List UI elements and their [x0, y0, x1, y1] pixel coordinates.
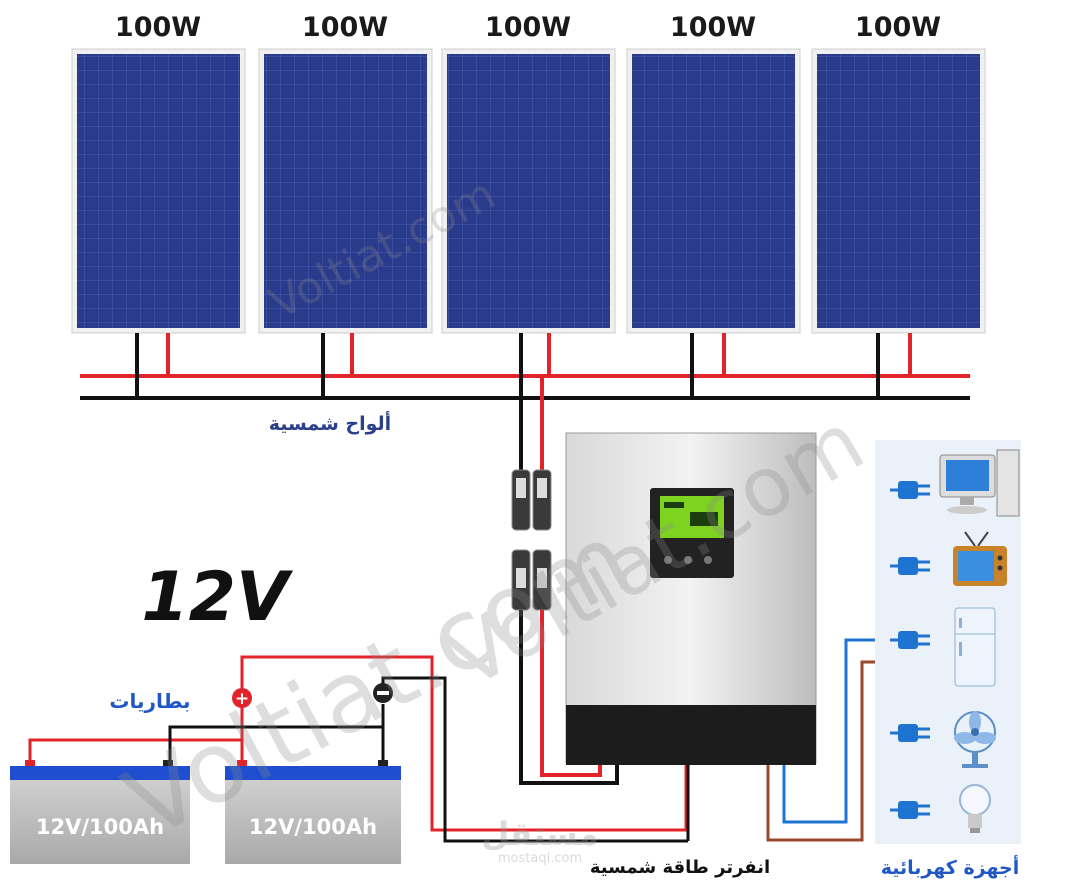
fridge-icon — [954, 607, 996, 687]
panels-caption: ألواح شمسية — [269, 411, 391, 435]
plug-icon — [898, 557, 918, 575]
panel-wattage-label: 100W — [485, 12, 571, 43]
plug-icon — [898, 631, 918, 649]
panel-wattage-label: 100W — [670, 12, 756, 43]
voltage-label: 12V — [141, 558, 294, 637]
battery-rating-label: 12V/100Ah — [249, 815, 377, 839]
positive-symbol: + — [235, 689, 249, 709]
tv-icon — [953, 531, 1007, 586]
panel-wattage-label: 100W — [302, 12, 388, 43]
plug-icon — [898, 481, 918, 499]
solar-panel — [811, 48, 986, 334]
appliances — [875, 440, 1021, 844]
brand-watermark: مستقل mostaql.com — [481, 815, 598, 866]
solar-panel — [441, 48, 616, 334]
panel-wattage-label: 100W — [115, 12, 201, 43]
fan-icon — [954, 711, 996, 768]
solar-inverter — [565, 432, 817, 765]
battery: 12V/100Ah — [225, 760, 401, 864]
lightbulb-icon — [959, 784, 991, 833]
brand-watermark-url: mostaql.com — [498, 851, 582, 866]
brand-watermark-text: مستقل — [481, 815, 598, 853]
positive-terminal-icon — [232, 688, 252, 708]
battery: 12V/100Ah — [10, 760, 190, 864]
computer-icon — [939, 449, 1020, 517]
solar-panel — [626, 48, 801, 334]
plug-icon — [898, 801, 918, 819]
plug-icon — [898, 724, 918, 742]
panel-wiring — [80, 333, 970, 470]
solar-panel — [71, 48, 246, 334]
batteries-caption: بطاريات — [109, 689, 190, 713]
inverter-caption: انفرتر طاقة شمسية — [590, 857, 770, 878]
battery-rating-label: 12V/100Ah — [36, 815, 164, 839]
solar-panel — [258, 48, 433, 334]
appliances-caption: أجهزة كهربائية — [881, 855, 1020, 879]
solar-panels — [71, 48, 986, 334]
panel-wattage-label: 100W — [855, 12, 941, 43]
